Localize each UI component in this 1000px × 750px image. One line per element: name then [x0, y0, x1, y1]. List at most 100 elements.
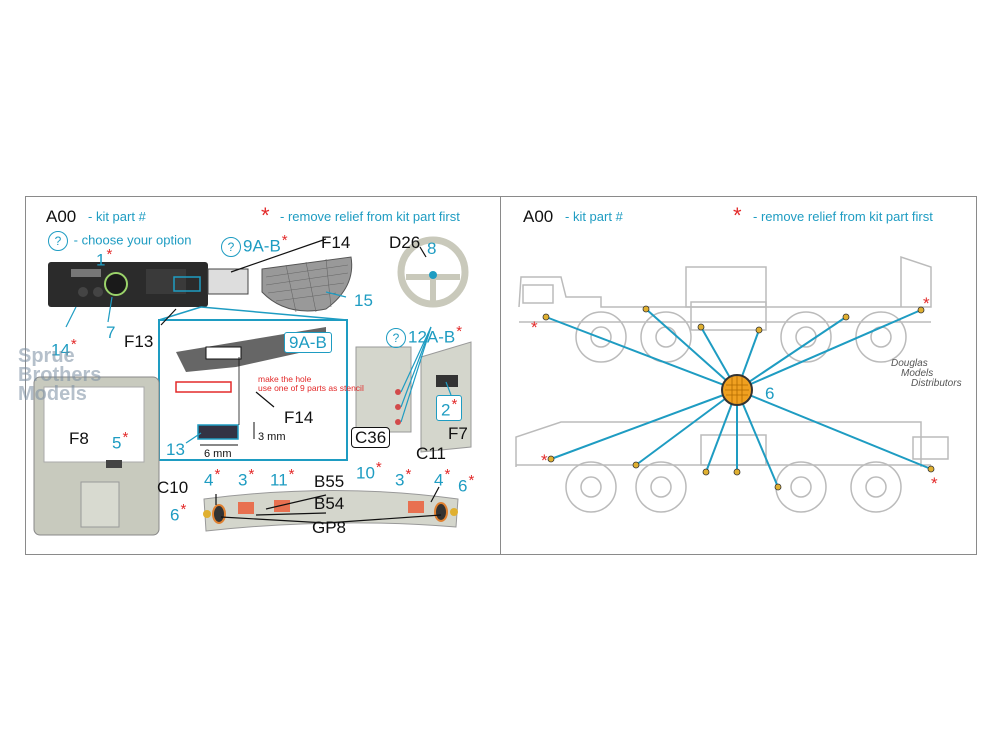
label-4a-text: 4 — [204, 470, 214, 490]
detail-highlight-box — [173, 276, 201, 292]
watermark-line-1: Sprue — [18, 345, 75, 367]
asterisk-icon: * — [106, 246, 113, 263]
asterisk-upper-left: * — [531, 318, 538, 337]
part-gp8: GP8 — [312, 518, 347, 537]
label-6a-text: 6 — [170, 505, 180, 525]
label-4b-text: 4 — [434, 470, 444, 490]
label-9ab-text: 9A-B — [243, 236, 281, 256]
part-d26: D26 — [389, 233, 421, 252]
asterisk-icon: * — [70, 336, 77, 353]
label-14: 14* — [51, 337, 77, 359]
left-instruction-panel: A00 - kit part # * - remove relief from … — [18, 196, 502, 555]
kit-part-legend-right: - kit part # — [565, 209, 623, 224]
label-3b-text: 3 — [395, 470, 405, 490]
dashboard-bracket — [207, 268, 249, 295]
part-f7: F7 — [448, 424, 468, 443]
question-circle-icon: ? — [48, 231, 68, 251]
label-4b: 4* — [434, 467, 450, 489]
asterisk-icon: * — [451, 396, 458, 413]
choose-option-legend: ? - choose your option — [48, 231, 191, 251]
distributor-line-3: Distributors — [911, 378, 962, 389]
label-3a: 3* — [238, 467, 254, 489]
steering-wheel-part — [397, 236, 469, 308]
stencil-note: make the hole use one of 9 parts as sten… — [258, 374, 364, 394]
bumper-part — [203, 490, 459, 532]
question-circle-icon: ? — [221, 237, 241, 258]
distributor-logo: Douglas Models Distributors — [891, 359, 962, 389]
label-10: 10* — [356, 460, 382, 482]
light-points — [542, 305, 935, 491]
asterisk-icon: * — [214, 466, 221, 483]
watermark-line-2: Brothers — [18, 364, 102, 386]
left-diagram-drawing — [33, 236, 472, 536]
watermark-logo: Sprue Brothers Models — [18, 345, 102, 405]
asterisk-icon: * — [405, 466, 412, 483]
part-b55: B55 — [314, 472, 345, 491]
asterisk-icon: * — [456, 323, 463, 340]
label-13: 13 — [166, 440, 185, 459]
asterisk-icon: * — [468, 472, 475, 489]
label-10-text: 10 — [356, 463, 375, 483]
label-9ab-box: 9A-B — [284, 332, 332, 353]
asterisk-upper-right: * — [923, 294, 930, 313]
asterisk-legend-icon: * — [261, 203, 270, 228]
question-circle-icon: ? — [386, 328, 406, 349]
choose-option-text: - choose your option — [73, 232, 192, 248]
label-12ab-text: 12A-B — [408, 327, 456, 347]
remove-relief-legend-right: - remove relief from kit part first — [753, 209, 933, 224]
part-f8: F8 — [69, 429, 89, 448]
asterisk-lower-right: * — [931, 474, 938, 493]
asterisk-icon: * — [180, 501, 187, 518]
label-1: 1* — [96, 247, 112, 269]
kit-code-legend-right: A00 — [523, 207, 554, 226]
asterisk-icon: * — [375, 459, 382, 476]
label-6b: 6* — [458, 473, 474, 495]
label-6-right: 6 — [765, 384, 775, 403]
label-2-text: 2 — [441, 400, 451, 420]
asterisk-icon: * — [281, 232, 288, 249]
label-9ab: ?9A-B* — [221, 232, 288, 258]
label-15: 15 — [354, 291, 373, 310]
label-12ab: ?12A-B* — [386, 323, 463, 349]
note-line-2: use one of 9 parts as stencil — [258, 383, 364, 394]
label-11-text: 11 — [270, 470, 288, 490]
label-2-box: 2* — [436, 395, 463, 421]
part-f14-top: F14 — [321, 233, 351, 252]
part-f13: F13 — [124, 332, 154, 351]
label-5-text: 5 — [112, 433, 122, 453]
light-leader-lines — [545, 308, 932, 488]
dimension-3mm: 3 mm — [258, 431, 286, 443]
lower-truck-outline — [515, 421, 949, 513]
right-instruction-panel: A00 - kit part # * - remove relief from … — [500, 196, 977, 555]
part-b54: B54 — [314, 494, 345, 513]
asterisk-icon: * — [248, 466, 255, 483]
label-5: 5* — [112, 430, 128, 452]
asterisk-icon: * — [288, 466, 295, 483]
label-6a: 6* — [170, 502, 186, 524]
label-3a-text: 3 — [238, 470, 248, 490]
kit-part-legend: - kit part # — [88, 209, 146, 224]
label-6b-text: 6 — [458, 476, 468, 496]
asterisk-icon: * — [444, 466, 451, 483]
kit-code-legend: A00 — [46, 207, 77, 226]
asterisk-legend-icon-right: * — [733, 203, 742, 228]
watermark-line-3: Models — [18, 383, 87, 405]
dimension-6mm: 6 mm — [204, 448, 232, 460]
distributor-line-1: Douglas — [891, 358, 928, 369]
upper-truck-outline — [518, 255, 932, 363]
label-1-text: 1 — [96, 250, 106, 270]
right-truck-drawing — [515, 255, 949, 513]
label-7: 7 — [106, 323, 116, 342]
part-f14-detail: F14 — [284, 408, 314, 427]
part-c11: C11 — [416, 444, 446, 463]
distributor-line-2: Models — [901, 368, 934, 379]
grille-part — [261, 256, 353, 312]
label-14-text: 14 — [51, 340, 70, 360]
part-c10: C10 — [157, 478, 189, 497]
dashboard-gauge — [104, 272, 128, 296]
label-8: 8 — [427, 239, 437, 258]
asterisk-lower-left: * — [541, 451, 548, 470]
label-4a: 4* — [204, 467, 220, 489]
asterisk-icon: * — [122, 429, 129, 446]
label-3b: 3* — [395, 467, 411, 489]
